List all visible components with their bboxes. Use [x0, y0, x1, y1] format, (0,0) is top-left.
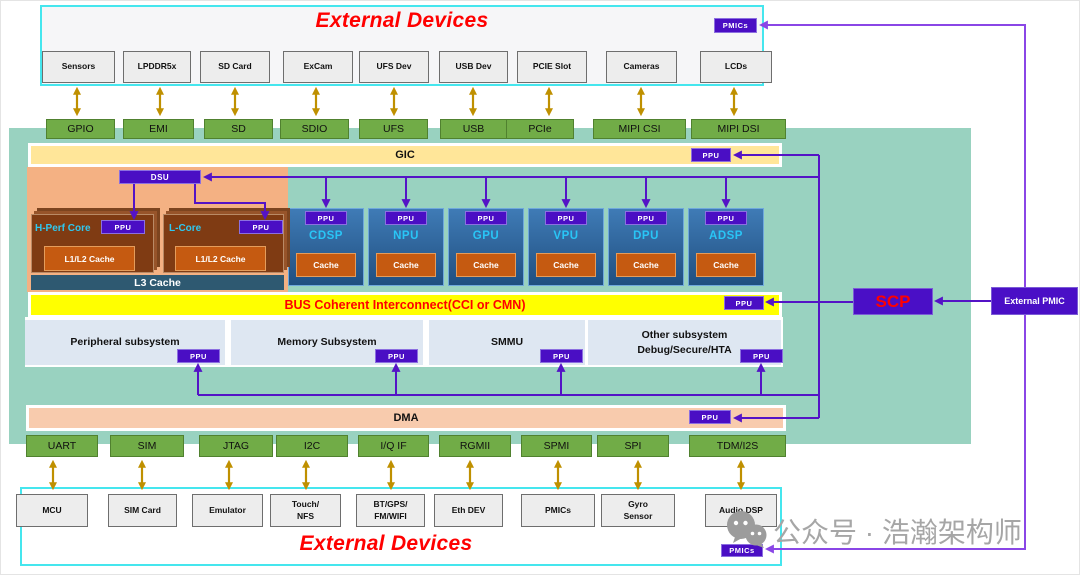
gic-bar: GIC: [28, 143, 782, 167]
device-box-mcu: MCU: [16, 494, 88, 527]
cdsp-label: CDSP: [309, 230, 343, 242]
memory-ppu-box: PPU: [375, 349, 418, 363]
cdsp-ppu-box: PPU: [305, 211, 347, 225]
dpu-label: DPU: [633, 230, 659, 242]
interface-spmi: SPMI: [521, 435, 592, 457]
device-box-bt-gps: BT/GPS/ FM/WIFI: [356, 494, 425, 527]
bus-ppu-box: PPU: [724, 296, 764, 310]
top-external-devices-title: External Devices: [315, 9, 489, 32]
l-core-label: L-Core: [169, 223, 202, 234]
adsp-cache-box: Cache: [696, 253, 756, 277]
device-box-pmics: PMICs: [521, 494, 595, 527]
external-pmic-box: External PMIC: [991, 287, 1078, 315]
smmu-ppu-box: PPU: [540, 349, 583, 363]
interface-sdio: SDIO: [280, 119, 349, 139]
other-ppu-box: PPU: [740, 349, 783, 363]
scp-box: SCP: [853, 288, 933, 315]
dma-bar: DMA: [26, 405, 786, 431]
device-box-emulator: Emulator: [192, 494, 263, 527]
interface-emi: EMI: [123, 119, 194, 139]
vpu-label: VPU: [553, 230, 579, 242]
interface-tdm-i2s: TDM/I2S: [689, 435, 786, 457]
bottom-external-devices-title: External Devices: [299, 532, 473, 555]
interface-jtag: JTAG: [199, 435, 273, 457]
device-box-lpddr5x: LPDDR5x: [123, 51, 191, 83]
l3-cache-bar: L3 Cache: [31, 275, 284, 290]
gpu-ppu-box: PPU: [465, 211, 507, 225]
device-box-lcds: LCDs: [700, 51, 772, 83]
dsu-box: DSU: [119, 170, 201, 184]
top-gold-arrows: [73, 86, 738, 117]
device-box-sim-card: SIM Card: [108, 494, 177, 527]
device-box-excam: ExCam: [283, 51, 353, 83]
npu-cache-box: Cache: [376, 253, 436, 277]
interface-i2c: I2C: [276, 435, 348, 457]
gpu-label: GPU: [472, 230, 500, 242]
device-box-sensors: Sensors: [42, 51, 115, 83]
bottom-gold-arrows: [49, 459, 745, 491]
h-perf-core-ppu-box: PPU: [101, 220, 145, 234]
watermark-text: 公众号 · 浩瀚架构师: [773, 517, 1022, 548]
interface-mipi-csi: MIPI CSI: [593, 119, 686, 139]
h-perf-core-label: H-Perf Core: [35, 223, 91, 234]
l-core-l1l2-cache-box: L1/L2 Cache: [175, 246, 266, 271]
device-box-sdcard: SD Card: [200, 51, 270, 83]
interface-ufs: UFS: [359, 119, 428, 139]
device-box-ufs-dev: UFS Dev: [359, 51, 429, 83]
vpu-cache-box: Cache: [536, 253, 596, 277]
device-box-touch-nfs: Touch/ NFS: [270, 494, 341, 527]
interface-rgmii: RGMII: [439, 435, 511, 457]
peripheral-ppu-box: PPU: [177, 349, 220, 363]
h-perf-l1l2-cache-box: L1/L2 Cache: [44, 246, 135, 271]
bus-coherent-interconnect-bar: BUS Coherent Interconnect(CCI or CMN): [28, 292, 782, 318]
npu-label: NPU: [393, 230, 419, 242]
gic-ppu-box: PPU: [691, 148, 731, 162]
interface-mipi-dsi: MIPI DSI: [691, 119, 786, 139]
dpu-cache-box: Cache: [616, 253, 676, 277]
dpu-ppu-box: PPU: [625, 211, 667, 225]
vpu-ppu-box: PPU: [545, 211, 587, 225]
interface-iq-if: I/Q IF: [358, 435, 429, 457]
interface-gpio: GPIO: [46, 119, 115, 139]
bottom-pmics-box: PMICs: [721, 544, 763, 557]
cdsp-cache-box: Cache: [296, 253, 356, 277]
adsp-label: ADSP: [709, 230, 743, 242]
l-core-ppu-box: PPU: [239, 220, 283, 234]
adsp-ppu-box: PPU: [705, 211, 747, 225]
device-box-usb-dev: USB Dev: [439, 51, 508, 83]
device-box-eth-dev: Eth DEV: [434, 494, 503, 527]
device-box-cameras: Cameras: [606, 51, 677, 83]
interface-sim: SIM: [110, 435, 184, 457]
interface-sd: SD: [204, 119, 273, 139]
device-box-gyro: Gyro Sensor: [601, 494, 675, 527]
interface-spi: SPI: [597, 435, 669, 457]
dma-ppu-box: PPU: [689, 410, 731, 424]
interface-uart: UART: [26, 435, 98, 457]
interface-usb: USB: [440, 119, 507, 139]
device-box-pcie-slot: PCIE Slot: [517, 51, 587, 83]
interface-pcie: PCIe: [506, 119, 574, 139]
gpu-cache-box: Cache: [456, 253, 516, 277]
npu-ppu-box: PPU: [385, 211, 427, 225]
wechat-icon: [723, 509, 769, 556]
top-pmics-box: PMICs: [714, 18, 757, 33]
